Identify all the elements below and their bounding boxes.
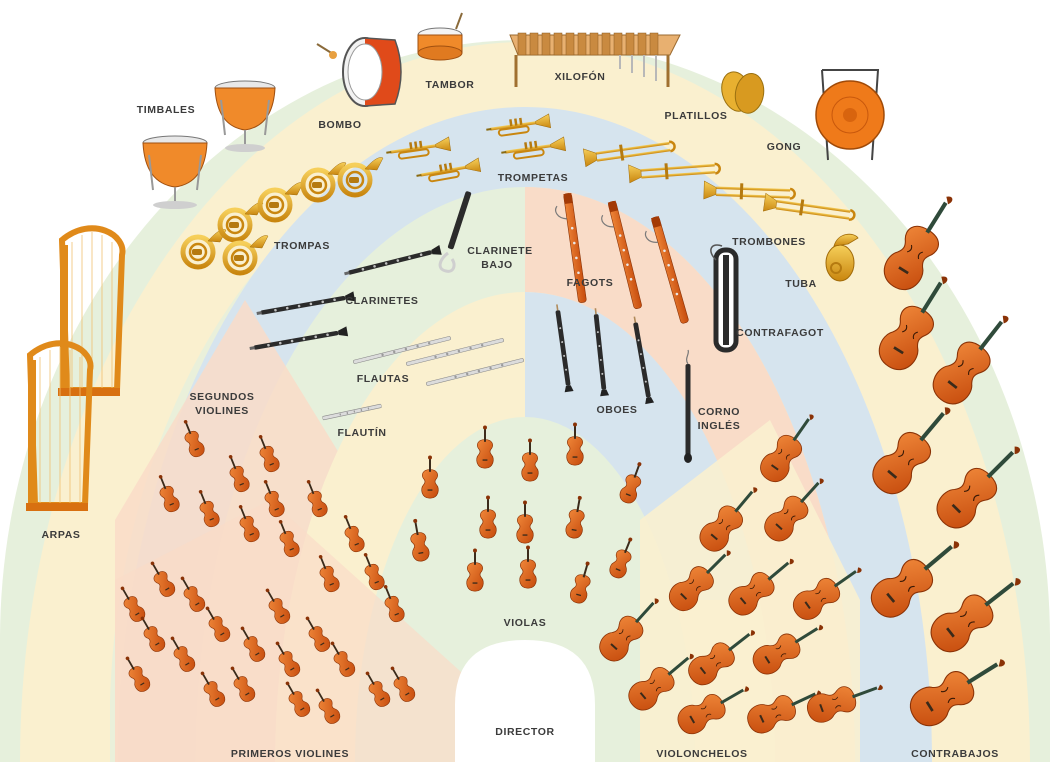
- label-oboes: OBOES: [597, 404, 638, 416]
- label-tuba: TUBA: [785, 278, 817, 290]
- gong-icon: [816, 70, 884, 160]
- label-director: DIRECTOR: [495, 726, 554, 738]
- label-bombo: BOMBO: [318, 119, 361, 131]
- label-clarinetes: CLARINETES: [345, 295, 418, 307]
- podium-area: [455, 640, 595, 762]
- label-trombones: TROMBONES: [732, 236, 806, 248]
- label-platillos: PLATILLOS: [665, 110, 728, 122]
- label-segundos-1: SEGUNDOS: [190, 391, 255, 403]
- label-xilofon: XILOFÓN: [555, 70, 606, 83]
- label-clarinete-bajo-1: CLARINETE: [467, 245, 532, 257]
- label-violonchelos: VIOLONCHELOS: [656, 748, 747, 760]
- label-clarinete-bajo-2: BAJO: [481, 259, 513, 271]
- label-tambor: TAMBOR: [426, 79, 475, 91]
- label-violas: VIOLAS: [504, 617, 547, 629]
- label-segundos-2: VIOLINES: [195, 405, 249, 417]
- label-gong: GONG: [767, 141, 802, 153]
- contrabassoon-icon: [711, 245, 736, 350]
- snare-drum-icon: [418, 13, 462, 60]
- label-contrafagot: CONTRAFAGOT: [736, 327, 824, 339]
- label-flautas: FLAUTAS: [357, 373, 409, 385]
- label-trompas: TROMPAS: [274, 240, 330, 252]
- label-trompetas: TROMPETAS: [498, 172, 569, 184]
- label-corno-1: CORNO: [698, 406, 740, 418]
- label-contrabajos: CONTRABAJOS: [911, 748, 999, 760]
- label-flautin: FLAUTÍN: [337, 426, 386, 439]
- label-primeros: PRIMEROS VIOLINES: [231, 748, 349, 760]
- label-fagots: FAGOTS: [567, 277, 614, 289]
- label-arpas: ARPAS: [42, 529, 81, 541]
- label-corno-2: INGLÉS: [698, 419, 741, 432]
- label-timbales: TIMBALES: [137, 104, 195, 116]
